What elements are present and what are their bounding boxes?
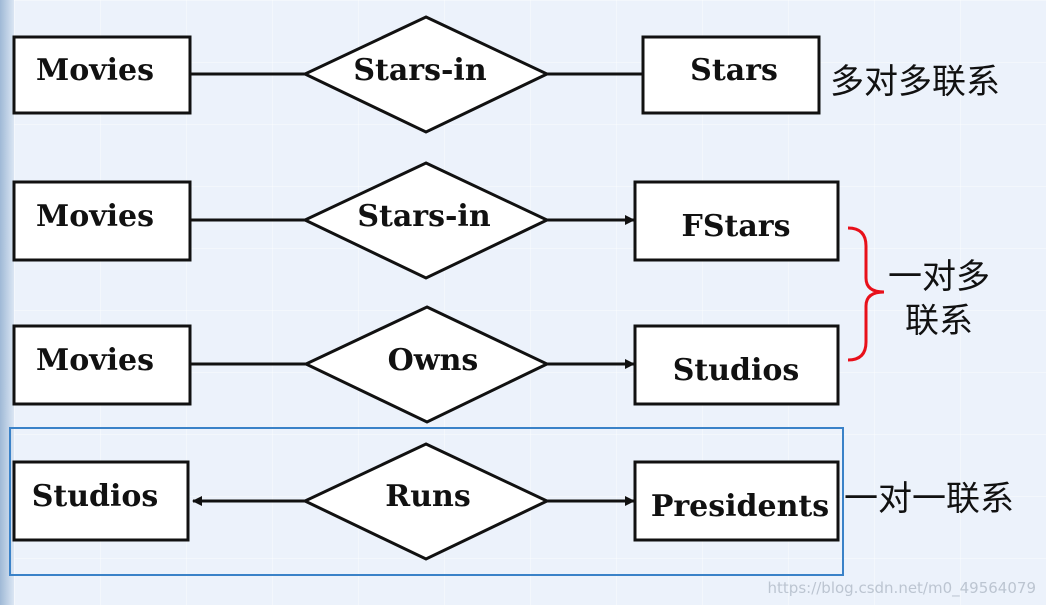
entity-box	[633, 180, 840, 262]
entity-box	[12, 35, 192, 115]
er-row-many-to-many: Movies Stars-in Stars	[12, 15, 821, 134]
entity-box	[633, 460, 840, 542]
er-row-one-to-many-2: Movies Owns Studios	[12, 305, 840, 424]
entity-label: Studios	[32, 479, 159, 514]
relationship-label: Stars-in	[353, 53, 487, 88]
entity-label: Presidents	[651, 489, 829, 524]
relationship-diamond	[301, 15, 551, 134]
watermark-text: https://blog.csdn.net/m0_49564079	[767, 579, 1036, 597]
entity-box	[12, 460, 190, 542]
note-one-to-many: 一对多 联系	[888, 255, 990, 343]
relationship-diamond	[302, 305, 551, 424]
relationship-label: Runs	[385, 479, 470, 514]
one-to-many-brace	[847, 226, 885, 362]
entity-box	[641, 35, 821, 115]
note-many-to-many: 多对多联系	[830, 62, 1000, 102]
note-one-to-one: 一对一联系	[844, 479, 1014, 519]
note-one-to-many-line1: 一对多	[888, 257, 990, 297]
entity-label: Movies	[36, 343, 154, 378]
entity-label: Stars	[690, 53, 778, 88]
one-to-one-highlight-box	[9, 427, 844, 576]
relationship-label: Owns	[388, 343, 479, 378]
entity-label: Movies	[36, 53, 154, 88]
er-row-one-to-many-1: Movies Stars-in FStars	[12, 161, 840, 280]
entity-label: Studios	[673, 353, 800, 388]
entity-box	[633, 324, 840, 406]
entity-box	[12, 180, 192, 262]
note-one-to-many-line2: 联系	[905, 301, 973, 341]
relationship-diamond	[301, 442, 551, 561]
entity-label: Movies	[36, 199, 154, 234]
entity-box	[12, 324, 192, 406]
er-row-one-to-one: Studios Runs Presidents	[12, 442, 840, 561]
relationship-diamond	[301, 161, 551, 280]
entity-label: FStars	[682, 209, 791, 244]
relationship-label: Stars-in	[357, 199, 491, 234]
